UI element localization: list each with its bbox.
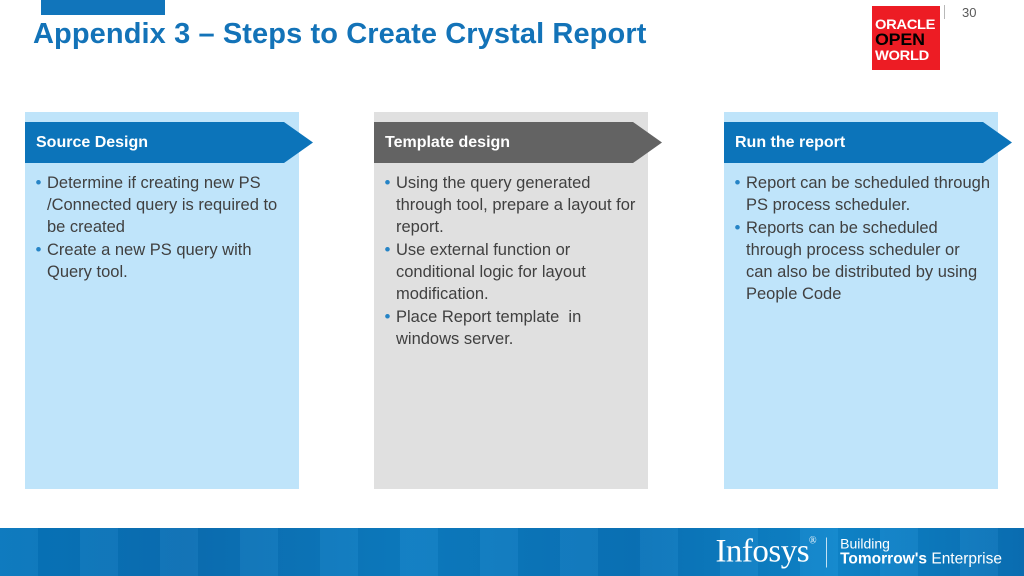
list-item: • Reports can be scheduled through proce… — [729, 217, 990, 305]
list-item-text: Determine if creating new PS /Connected … — [47, 174, 282, 236]
list-item: • Use external function or conditional l… — [379, 239, 640, 305]
card-body-template-design: • Using the query generated through tool… — [374, 172, 648, 351]
bullet-icon: • — [384, 307, 391, 326]
bullet-icon: • — [35, 173, 42, 192]
top-accent-bar — [41, 0, 165, 15]
list-item-text: Create a new PS query with Query tool. — [47, 241, 257, 281]
infosys-branding: Infosys® Building Tomorrow's Enterprise — [715, 533, 1002, 570]
oow-logo-line-oracle: ORACLE — [875, 16, 936, 32]
tagline-line-1: Building — [840, 535, 890, 552]
card-title-source-design: Source Design — [36, 133, 149, 151]
list-item: • Using the query generated through tool… — [379, 172, 640, 238]
oracle-open-world-logo: ORACLE OPEN WORLD — [872, 6, 940, 70]
bullet-icon: • — [384, 173, 391, 192]
infosys-logo: Infosys® — [715, 533, 817, 570]
bullet-icon: • — [35, 240, 42, 259]
tagline-strong: Tomorrow's — [840, 550, 928, 568]
card-source-design: Source Design • Determine if creating ne… — [25, 112, 313, 489]
footer-bar: Infosys® Building Tomorrow's Enterprise — [0, 528, 1024, 576]
tagline-line-2: Tomorrow's Enterprise — [840, 550, 1002, 568]
list-item-text: Place Report template in windows server. — [396, 308, 586, 348]
list-item: • Create a new PS query with Query tool. — [30, 239, 291, 283]
list-item: • Report can be scheduled through PS pro… — [729, 172, 995, 216]
bullet-icon: • — [734, 173, 741, 192]
brand-divider — [826, 537, 828, 567]
card-body-source-design: • Determine if creating new PS /Connecte… — [25, 172, 299, 284]
list-item-text: Using the query generated through tool, … — [396, 174, 640, 236]
list-item: • Place Report template in windows serve… — [379, 306, 640, 350]
bullet-icon: • — [384, 240, 391, 259]
card-header-template-design: Template design — [374, 122, 662, 163]
card-body-run-the-report: • Report can be scheduled through PS pro… — [724, 172, 998, 306]
list-item-text: Use external function or conditional log… — [396, 241, 591, 303]
card-run-the-report: Run the report • Report can be scheduled… — [724, 112, 1012, 489]
list-item-text: Reports can be scheduled through process… — [746, 219, 982, 303]
card-header-source-design: Source Design — [25, 122, 313, 163]
list-item-text: Report can be scheduled through PS proce… — [746, 174, 995, 214]
card-title-template-design: Template design — [385, 133, 511, 151]
oow-logo-line-open: OPEN — [875, 30, 925, 49]
page-number: 30 — [962, 5, 977, 20]
oow-logo-line-world: WORLD — [875, 47, 929, 63]
infosys-tagline: Building Tomorrow's Enterprise — [840, 535, 1002, 568]
trademark-icon: ® — [809, 535, 817, 547]
page-title: Appendix 3 – Steps to Create Crystal Rep… — [33, 18, 647, 50]
card-title-run-the-report: Run the report — [735, 133, 846, 151]
card-header-run-the-report: Run the report — [724, 122, 1012, 163]
list-item: • Determine if creating new PS /Connecte… — [30, 172, 291, 238]
infosys-logo-text: Infosys — [715, 533, 810, 570]
card-template-design: Template design • Using the query genera… — [374, 112, 662, 489]
header-separator — [944, 5, 945, 19]
bullet-icon: • — [734, 218, 741, 237]
tagline-light: Enterprise — [927, 550, 1002, 568]
